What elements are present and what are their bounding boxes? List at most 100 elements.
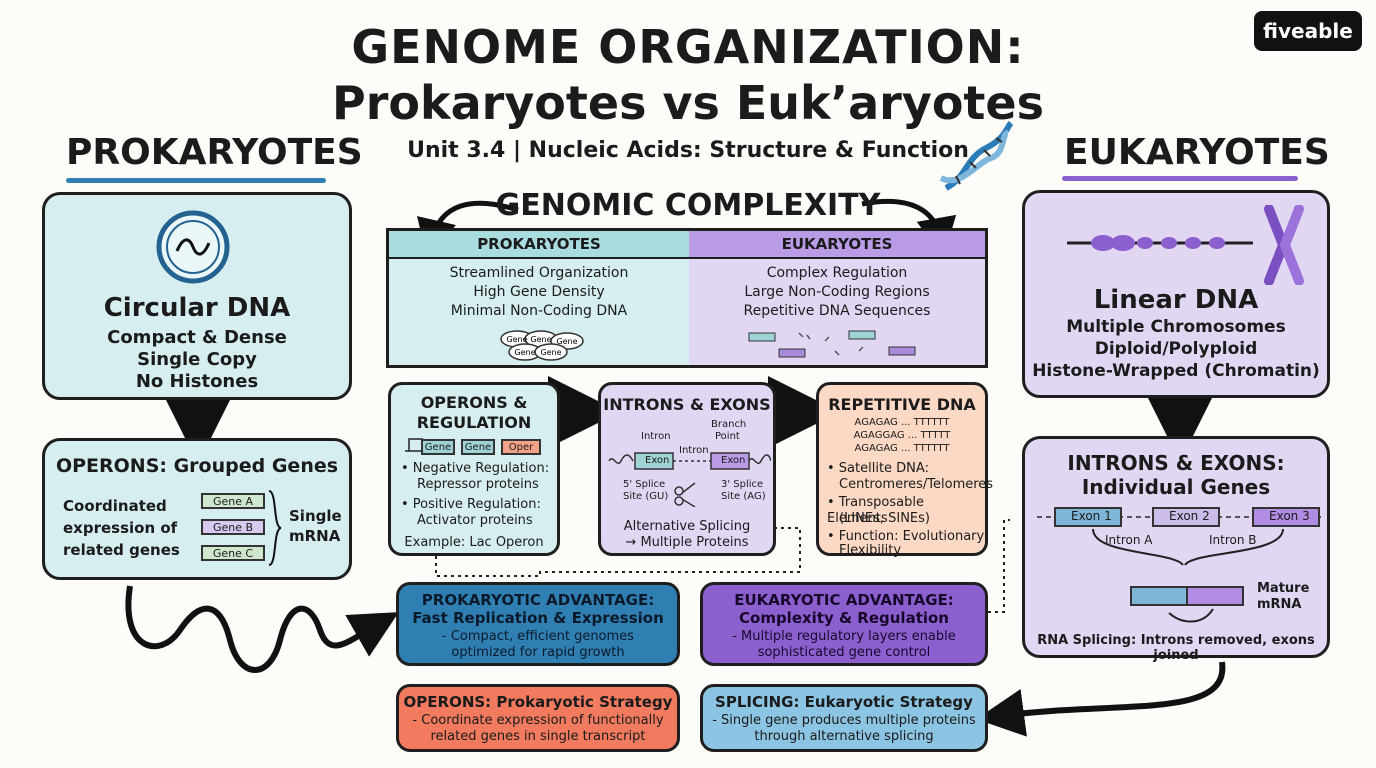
gene-structure-diagram [1037,507,1321,623]
repetitive-bullet4: (LINEs, SINEs) [839,511,930,526]
complexity-euk-line1: Complex Regulation [766,265,908,281]
splicing-strategy-title: SPLICING: Eukaryotic Strategy [715,693,973,711]
repetitive-seq1: AGAGAG ... TTTTTT [854,417,950,428]
page-subtitle: Unit 3.4 | Nucleic Acids: Structure & Fu… [407,138,969,163]
operon-brace-icon [268,490,282,566]
wavy-arrow [125,585,399,673]
five-splice-label1: 5' Splice [623,479,666,490]
euk-introns-title2: Individual Genes [1081,475,1271,499]
euk-introns-card: INTRONS & EXONS: Individual Genes Exon 1… [1022,436,1330,663]
prok-operons-desc1: Coordinated [63,497,167,515]
euk-dna-title: Linear DNA [1093,285,1259,315]
prok-dna-title: Circular DNA [103,293,291,323]
exon-2-label: Exon 2 [1169,509,1210,523]
repetitive-bullet6: Flexibility [839,543,902,558]
branch-label-2: Point [715,431,740,442]
prok-operons-desc3: related genes [63,541,180,559]
euk-dna-line3: Histone-Wrapped (Chromatin) [1032,361,1320,381]
dna-helix-icon [939,120,1014,191]
euk-advantage-card: EUKARYOTIC ADVANTAGE: Complexity & Regul… [700,582,988,666]
exon-1-label: Exon 1 [1071,509,1112,523]
circular-dna-icon [156,210,230,284]
euk-dna-line2: Diploid/Polyploid [1094,339,1258,359]
gene-blob-label: Gene [556,337,577,346]
complexity-euk-head: EUKARYOTES [689,231,985,259]
euk-adv-desc2: sophisticated gene control [757,645,931,660]
prok-operons-desc2: expression of [63,519,178,537]
operon-strategy-desc2: related genes in single transcript [430,729,646,744]
complexity-table: PROKARYOTES Streamlined Organization Hig… [386,228,988,368]
alt-splicing-line2: → Multiple Proteins [625,535,749,550]
complexity-euk-col: EUKARYOTES Complex Regulation Large Non-… [689,231,985,365]
prok-operons-title: OPERONS: Grouped Genes [55,455,339,477]
operons-reg-bullet2: Repressor proteins [417,477,539,492]
prok-operons-card: OPERONS: Grouped Genes Coordinated expre… [42,438,352,580]
alt-splicing-line1: Alternative Splicing [623,519,751,534]
dotted-connector-right [988,519,1010,613]
three-splice-label2: Site (AG) [721,491,766,502]
euk-adv-title2: Complexity & Regulation [739,609,949,627]
five-splice-label2: Site (GU) [623,491,669,502]
complexity-prok-line1: Streamlined Organization [449,265,629,281]
intron-b-label: Intron B [1209,533,1257,547]
complexity-title: GENOMIC COMPLEXITY [495,188,881,223]
repetitive-bullet1: • Satellite DNA: [827,461,929,476]
prok-adv-title1: PROKARYOTIC ADVANTAGE: [421,591,655,609]
operon-gene-3: Oper [501,439,541,455]
euk-introns-title1: INTRONS & EXONS: [1067,451,1285,475]
repetitive-seq3: AGAGAG ... TTTTTT [854,443,950,454]
exon-right-label: Exon [721,455,746,466]
noncoding-fragments-icon [748,330,916,358]
page-title-line2: Prokaryotes vs Euk’aryotes [332,76,1044,130]
operon-strategy-desc1: - Coordinate expression of functionally [412,713,664,728]
gene-blob-label: Gene [540,348,561,357]
exon-left-label: Exon [645,455,670,466]
splicing-strategy-card: SPLICING: Eukaryotic Strategy - Single g… [700,684,988,752]
operons-regulation-card: OPERONS & REGULATION Gene Gene Oper • Ne… [388,382,560,556]
intron-label-2: Intron [679,445,709,456]
chromatin-icon [1067,235,1253,251]
operons-reg-bullet1: • Negative Regulation: [401,461,550,476]
gene-blob-label: Gene [530,335,551,344]
operons-reg-title2: REGULATION [416,413,532,432]
operons-reg-title1: OPERONS & [420,393,528,412]
prok-advantage-card: PROKARYOTIC ADVANTAGE: Fast Replication … [396,582,680,666]
complexity-prok-line2: High Gene Density [473,284,605,300]
euk-dna-card: Linear DNA Multiple Chromosomes Diploid/… [1022,190,1330,398]
exon-3-label: Exon 3 [1269,509,1310,523]
left-heading: PROKARYOTES [66,132,363,173]
gene-c-box: Gene C [201,545,265,561]
repetitive-seq2: AGAGGAG ... TTTTT [853,430,951,441]
prok-operons-result2: mRNA [289,527,341,545]
prok-dna-line3: No Histones [135,371,259,392]
splicing-strategy-desc2: through alternative splicing [754,729,934,744]
introns-exons-title: INTRONS & EXONS [603,395,771,414]
splicing-strategy-desc1: - Single gene produces multiple proteins [712,713,976,728]
repetitive-bullet2: Centromeres/Telomeres [839,477,994,492]
euk-dna-line1: Multiple Chromosomes [1066,317,1286,337]
complexity-prok-line3: Minimal Non-Coding DNA [450,303,628,319]
prok-dna-card: Circular DNA Compact & Dense Single Copy… [42,192,352,400]
splicing-return-arrow [976,661,1226,737]
gene-a-box: Gene A [201,493,265,509]
euk-introns-caption: RNA Splicing: Introns removed, exons joi… [1037,633,1315,663]
repetitive-bullet3: • Transposable Elements [827,495,924,526]
chromosome-icon [1264,205,1304,285]
intron-a-label: Intron A [1105,533,1153,547]
three-splice-label1: 3' Splice [721,479,764,490]
operons-reg-bullet3: • Positive Regulation: [401,497,541,512]
right-heading: EUKARYOTES [1064,132,1330,173]
complexity-euk-line2: Large Non-Coding Regions [744,284,930,300]
gene-blob-label: Gene [506,335,527,344]
fiveable-logo: fiveable [1254,11,1362,51]
operon-strategy-title: OPERONS: Prokaryotic Strategy [403,693,673,711]
right-heading-underline [1062,176,1298,181]
splice-diagram [608,452,771,507]
prok-adv-desc1: - Compact, efficient genomes [442,629,634,644]
left-heading-underline [66,178,326,183]
mature-label-1: Mature [1257,581,1310,596]
mature-label-2: mRNA [1257,597,1302,612]
prok-adv-desc2: optimized for rapid growth [451,645,625,660]
operon-strategy-card: OPERONS: Prokaryotic Strategy - Coordina… [396,684,680,752]
prok-dna-line2: Single Copy [137,349,257,370]
